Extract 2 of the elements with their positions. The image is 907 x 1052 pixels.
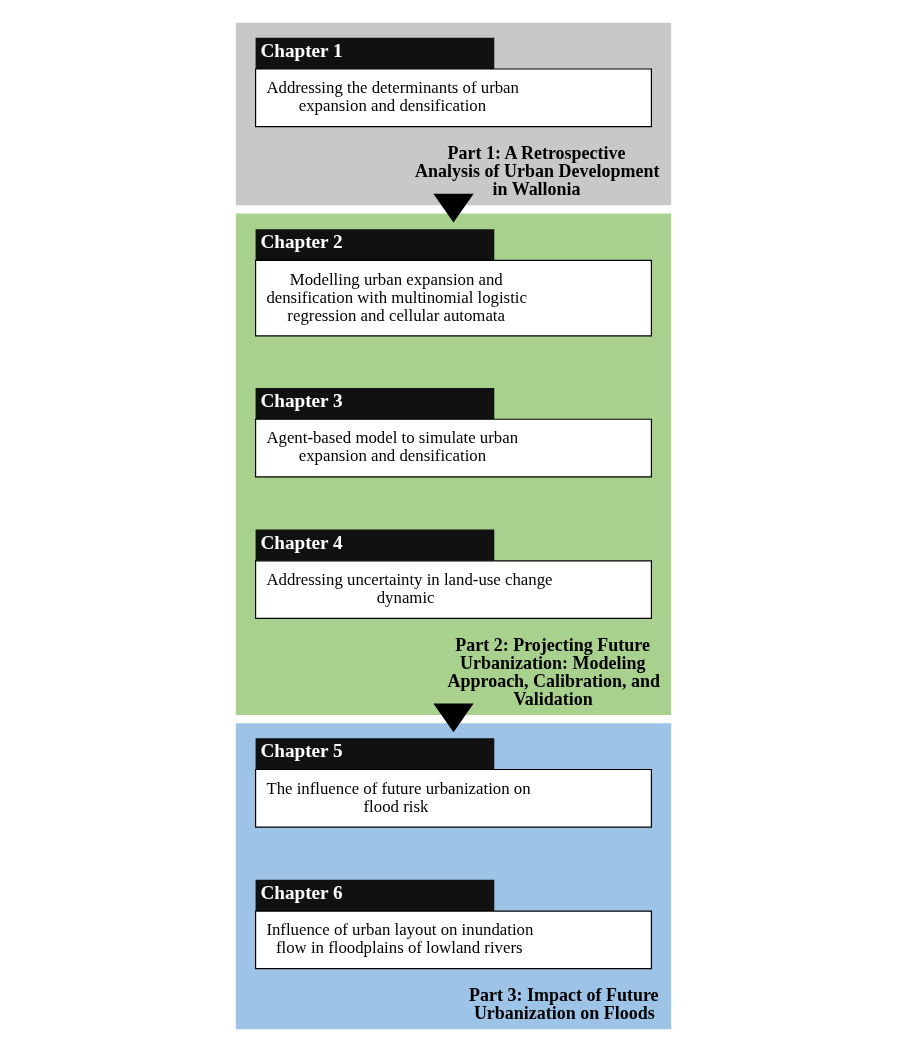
- arrow: [433, 703, 474, 733]
- arrow: [433, 193, 474, 223]
